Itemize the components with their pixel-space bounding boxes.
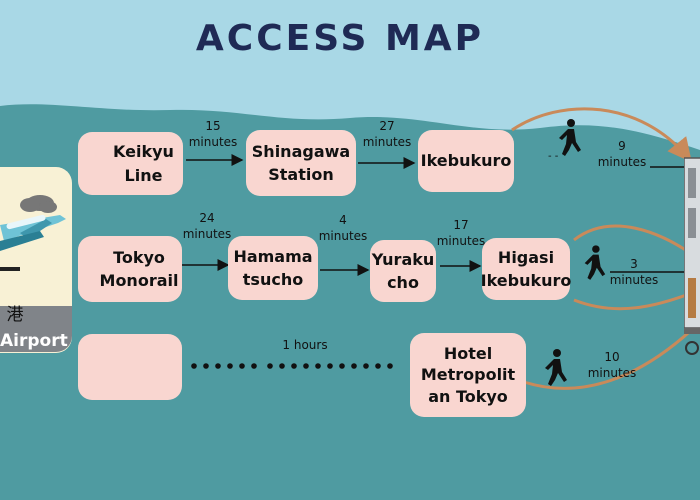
station-label: Hotel Metropolit an Tokyo	[420, 343, 516, 406]
station-label: Higasi Ikebukuro	[480, 247, 572, 290]
travel-time: 27 minutes	[362, 119, 412, 149]
station-shinagawa: Shinagawa Station	[246, 130, 356, 196]
route-line-tokyo-monorail: Tokyo Monorail	[78, 236, 182, 302]
walk-arc	[523, 320, 700, 390]
station-yurakucho: Yuraku cho	[370, 240, 436, 302]
walking-person-icon	[545, 349, 567, 386]
station-ikebukuro: Ikebukuro	[418, 130, 514, 192]
walking-person-icon	[559, 119, 581, 156]
travel-time: 17 minutes	[436, 218, 486, 248]
walk-time: 3 minutes	[609, 257, 659, 287]
station-hamamatsucho: Hamama tsucho	[228, 236, 318, 300]
hotel-building-icon	[684, 157, 700, 355]
travel-time: 15 minutes	[188, 119, 238, 149]
walk-time: 10 minutes	[587, 350, 637, 380]
route-line-label: Keikyu Line	[113, 142, 174, 185]
airport-name: Airport	[0, 331, 68, 351]
walk-time: 9 minutes	[597, 139, 647, 169]
walk-arc	[573, 288, 700, 311]
hotel-metropolitan-tokyo: Hotel Metropolit an Tokyo	[410, 333, 526, 417]
station-higasi-ikebukuro: Higasi Ikebukuro	[480, 238, 572, 300]
bus-route-dots	[191, 363, 393, 369]
route-line-keikyu: Keikyu Line	[78, 132, 183, 195]
airport-kanji: 港	[6, 305, 24, 325]
travel-time: 1 hours	[282, 338, 328, 352]
travel-time: 4 minutes	[318, 213, 368, 243]
walk-arc	[511, 107, 692, 163]
travel-time: 24 minutes	[182, 211, 232, 241]
station-label: Yuraku cho	[371, 249, 435, 292]
airport-label-strip	[0, 306, 72, 352]
bus-card	[78, 334, 182, 400]
page-title: ACCESS MAP	[195, 18, 485, 59]
walking-person-icon	[584, 245, 606, 280]
station-label: Hamama tsucho	[233, 246, 313, 289]
station-label: Ikebukuro	[420, 151, 512, 171]
station-label: Shinagawa Station	[251, 141, 351, 184]
airplane-icon	[0, 195, 66, 271]
route-line-label: Tokyo Monorail	[99, 247, 179, 290]
walk-dashes: - -	[548, 151, 559, 162]
